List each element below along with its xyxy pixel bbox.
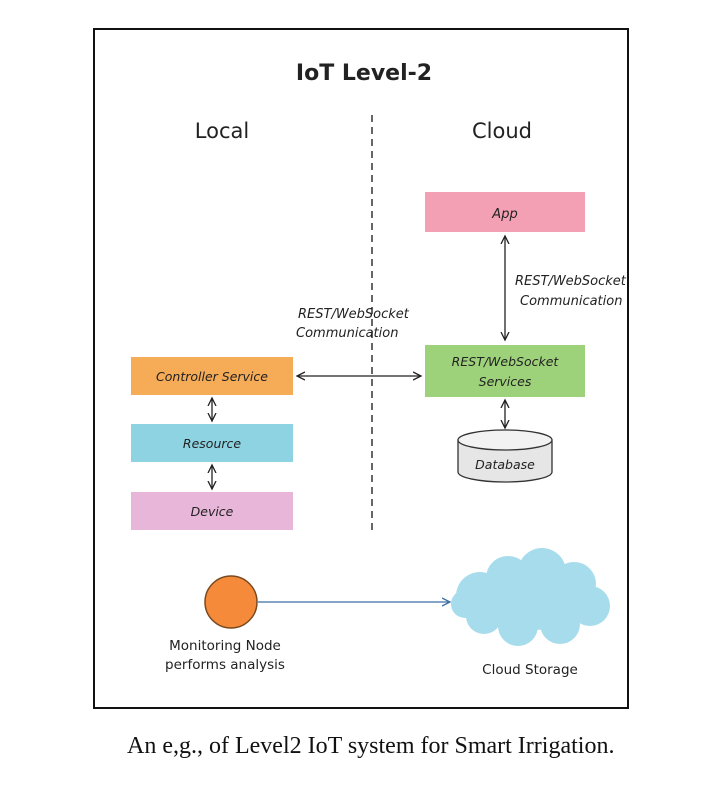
figure-caption: An e,g., of Level2 IoT system for Smart … (127, 733, 615, 759)
database-icon (457, 429, 553, 483)
monitoring-node-label-line1: Monitoring Node (169, 638, 281, 654)
monitoring-node-label-line2: performs analysis (165, 657, 285, 673)
diagram-frame (93, 28, 629, 709)
services-label-line2: Services (479, 374, 532, 389)
controller-service-box (131, 357, 293, 395)
monitoring-node-icon (204, 575, 258, 629)
cross-comm-label-line2: Communication (296, 326, 398, 341)
services-label-line1: REST/WebSocket (452, 354, 560, 369)
controller-service-label: Controller Service (156, 369, 268, 384)
cloud-comm-label-line1: REST/WebSocket (515, 274, 627, 289)
app-label: App (491, 207, 517, 222)
device-box (131, 492, 293, 530)
cloud-comm-label-line2: Communication (520, 294, 622, 309)
cross-comm-label-line1: REST/WebSocket (298, 307, 410, 322)
resource-label: Resource (183, 436, 241, 451)
device-label: Device (191, 504, 234, 519)
rest-websocket-services-box (425, 345, 585, 397)
app-box (425, 192, 585, 232)
cloud-storage-icon (451, 548, 610, 646)
resource-box (131, 424, 293, 462)
cloud-storage-label: Cloud Storage (482, 662, 578, 678)
database-label: Database (475, 457, 535, 472)
diagram-title: IoT Level-2 (296, 61, 432, 86)
cloud-label: Cloud (472, 119, 532, 143)
local-label: Local (195, 119, 249, 143)
